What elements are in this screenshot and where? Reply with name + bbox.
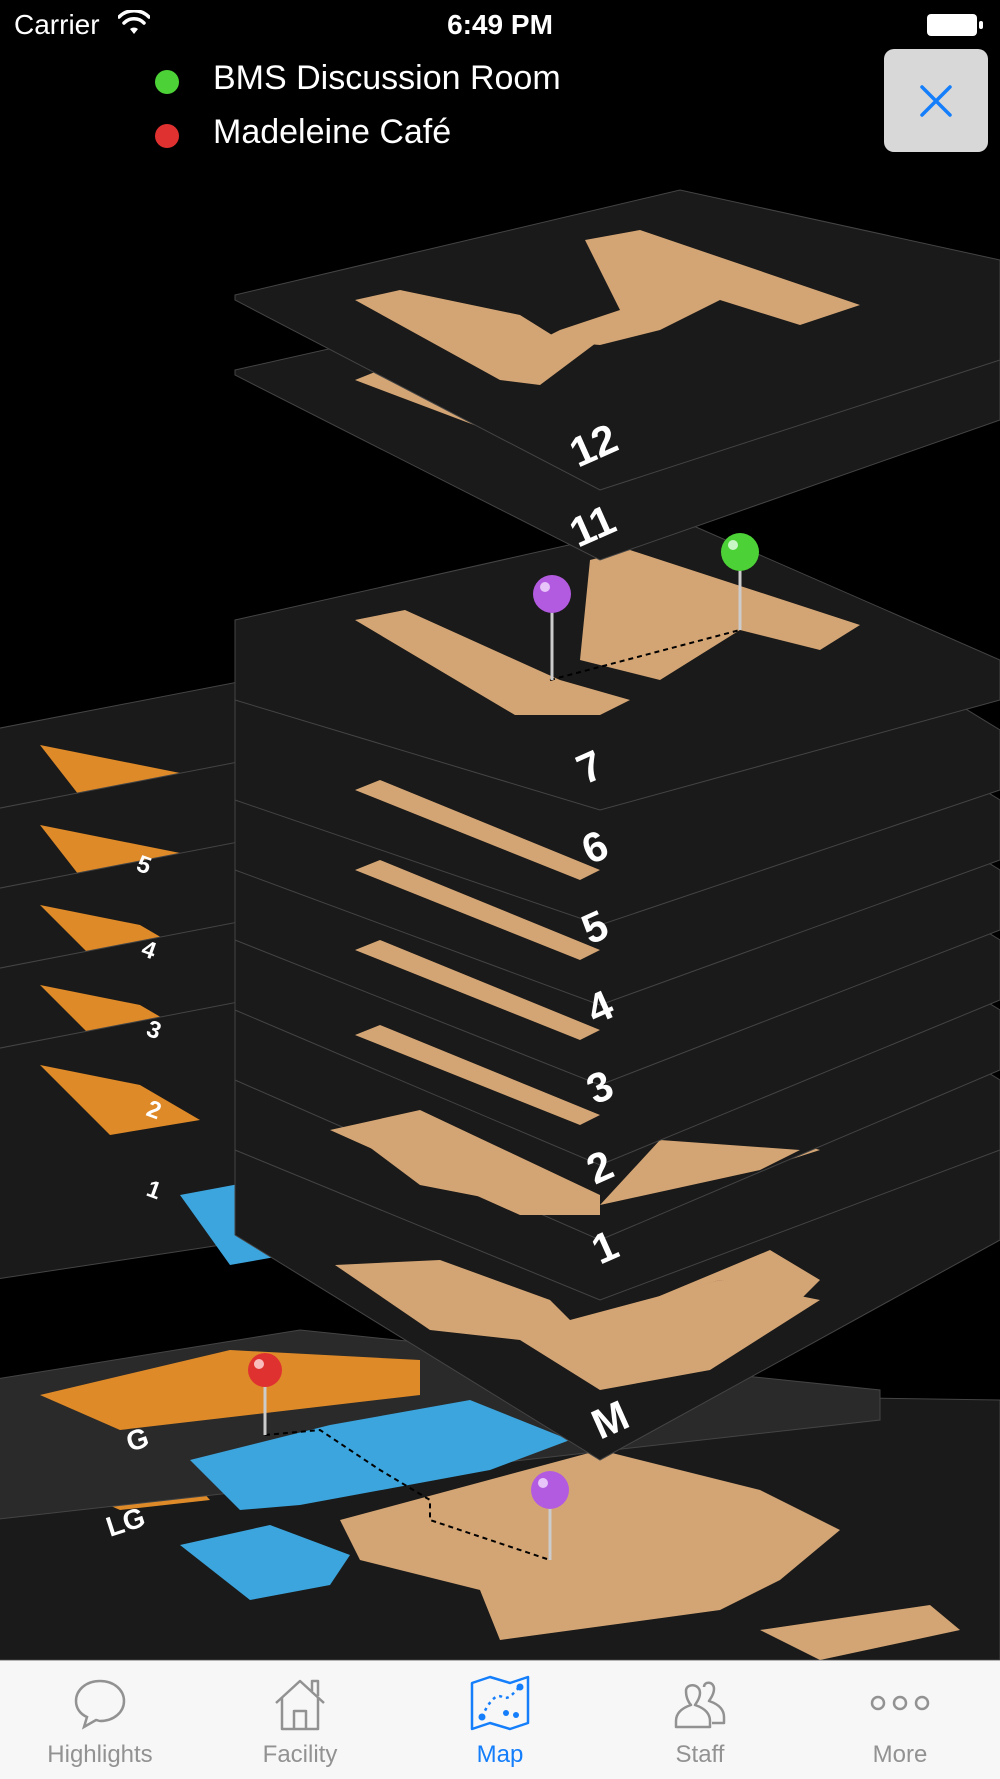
- status-bar: Carrier 6:49 PM: [0, 0, 1000, 50]
- status-time: 6:49 PM: [447, 9, 553, 40]
- room-tan: [600, 1140, 800, 1205]
- room-tan: [650, 1250, 820, 1300]
- tab-staff[interactable]: Staff: [600, 1661, 800, 1779]
- room-blue: [190, 1400, 570, 1510]
- tab-highlights[interactable]: Highlights: [0, 1661, 200, 1779]
- wifi-icon: [118, 10, 150, 34]
- pin-madeleine-cafe[interactable]: [248, 1353, 282, 1435]
- legend-dot-red: [155, 124, 179, 148]
- house-icon: [275, 1679, 325, 1731]
- tab-label: Facility: [262, 1741, 338, 1768]
- pin-bms-discussion-room[interactable]: [721, 533, 759, 630]
- battery-icon: [927, 14, 983, 36]
- room-tan: [355, 610, 630, 715]
- tab-label: Highlights: [47, 1741, 153, 1768]
- floor-map-view[interactable]: 5 4 3 2 1 G LG: [0, 0, 1000, 1660]
- room-tan: [355, 940, 600, 1040]
- room-orange: [40, 1065, 200, 1135]
- map-icon: [470, 1675, 530, 1731]
- legend-dot-green: [155, 70, 179, 94]
- room-orange: [40, 1350, 420, 1430]
- tower-floors: 12 11 7 6 5 4 3 2 1 M: [234, 189, 1000, 1461]
- tab-facility[interactable]: Facility: [200, 1661, 400, 1779]
- route-path: [549, 629, 741, 681]
- pin-route-endpoint[interactable]: [533, 575, 571, 680]
- room-tan: [355, 1025, 600, 1125]
- ground-floors: G LG: [0, 1329, 1000, 1660]
- tab-bar: Highlights Facility Map Staff More: [0, 1660, 1000, 1779]
- room-tan: [355, 290, 620, 385]
- pin-route-endpoint[interactable]: [531, 1471, 569, 1560]
- carrier-label: Carrier: [14, 9, 100, 40]
- people-icon: [674, 1681, 726, 1729]
- close-button[interactable]: [884, 49, 988, 152]
- room-tan: [540, 230, 860, 345]
- room-tan: [760, 1605, 960, 1660]
- close-icon: [920, 84, 952, 117]
- route-path: [264, 1428, 551, 1561]
- tab-more[interactable]: More: [800, 1661, 1000, 1779]
- tab-label: Staff: [675, 1741, 725, 1768]
- tab-map[interactable]: Map: [400, 1661, 600, 1779]
- legend-label: Madeleine Café: [213, 113, 452, 151]
- speech-bubble-icon: [74, 1679, 126, 1730]
- room-tan: [580, 550, 860, 680]
- more-dots-icon: [870, 1695, 930, 1711]
- legend-label: BMS Discussion Room: [213, 59, 561, 97]
- tab-label: More: [872, 1741, 928, 1768]
- room-tan: [330, 1110, 600, 1215]
- room-blue: [180, 1525, 350, 1600]
- room-tan: [355, 860, 600, 960]
- room-tan: [340, 1450, 840, 1640]
- room-tan: [335, 1260, 820, 1390]
- tab-label: Map: [476, 1741, 524, 1768]
- room-tan: [355, 780, 600, 880]
